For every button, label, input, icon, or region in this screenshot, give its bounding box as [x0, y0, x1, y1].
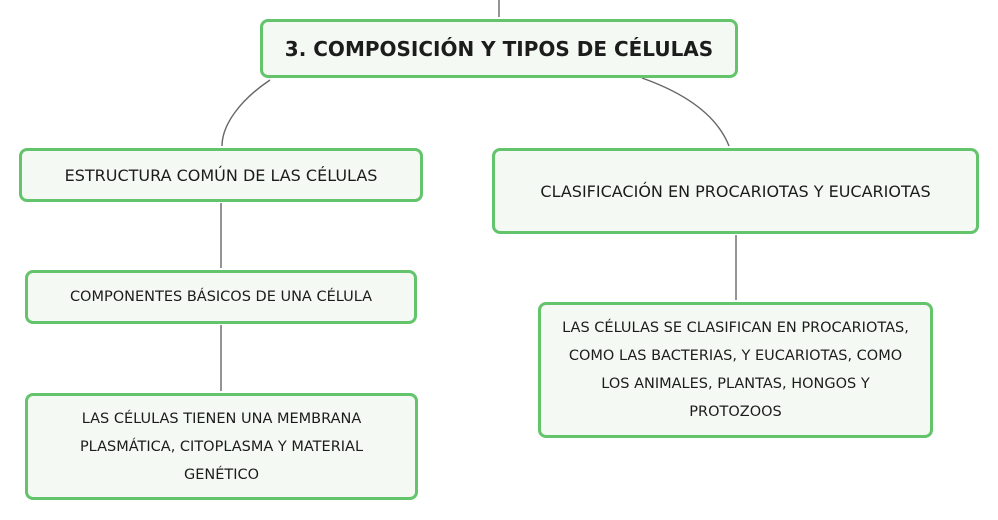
cell-structure-detail-label: LAS CÉLULAS TIENEN UNA MEMBRANA PLASMÁTI…	[79, 410, 364, 483]
cell-structure-detail-node[interactable]: LAS CÉLULAS TIENEN UNA MEMBRANA PLASMÁTI…	[25, 393, 418, 500]
left-branch-node[interactable]: ESTRUCTURA COMÚN DE LAS CÉLULAS	[19, 148, 423, 202]
left-branch-label: ESTRUCTURA COMÚN DE LAS CÉLULAS	[64, 165, 378, 185]
cell-classification-detail-label: LAS CÉLULAS SE CLASIFICAN EN PROCARIOTAS…	[562, 320, 909, 420]
cell-components-node[interactable]: COMPONENTES BÁSICOS DE UNA CÉLULA	[25, 270, 417, 324]
cell-classification-detail-node[interactable]: LAS CÉLULAS SE CLASIFICAN EN PROCARIOTAS…	[538, 302, 933, 438]
root-topic-node[interactable]: 3. COMPOSICIÓN Y TIPOS DE CÉLULAS	[260, 19, 738, 78]
right-branch-node[interactable]: CLASIFICACIÓN EN PROCARIOTAS Y EUCARIOTA…	[492, 148, 979, 234]
connector-root-to-left-branch	[221, 79, 271, 147]
root-topic-label: 3. COMPOSICIÓN Y TIPOS DE CÉLULAS	[284, 36, 714, 61]
right-branch-label: CLASIFICACIÓN EN PROCARIOTAS Y EUCARIOTA…	[540, 181, 931, 201]
cell-components-label: COMPONENTES BÁSICOS DE UNA CÉLULA	[69, 289, 373, 305]
connector-root-to-right-branch	[641, 77, 730, 147]
